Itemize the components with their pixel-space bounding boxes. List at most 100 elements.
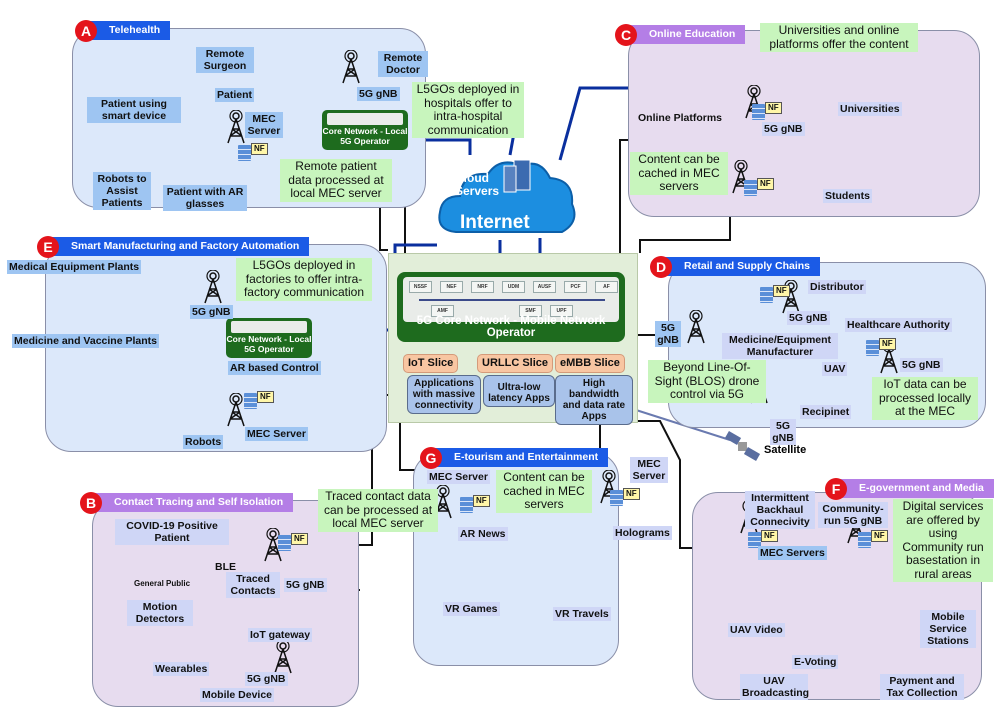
- label-b-3: BLE: [215, 561, 236, 573]
- label-g-5: VR Games: [443, 602, 500, 616]
- cell-tower-icon: [225, 392, 247, 427]
- label-f-4: UAV Video: [728, 623, 785, 637]
- server-icon: [244, 393, 257, 409]
- label-b-4: Traced Contacts: [226, 572, 280, 598]
- nf-badge: NF: [871, 530, 888, 542]
- cell-tower-icon: [685, 309, 707, 344]
- local-core-hospital: Core Network - Local 5G Operator: [322, 110, 408, 150]
- nf-badge: NF: [291, 533, 308, 545]
- network-function-pcf: PCF: [564, 281, 587, 293]
- cell-tower-icon: [202, 269, 224, 304]
- label-d-8: IoT data can be processed locally at the…: [872, 377, 978, 420]
- servers-text: Servers: [455, 184, 500, 198]
- label-e-4: AR based Control: [228, 361, 321, 375]
- label-d-2: Healthcare Authority: [845, 318, 952, 332]
- label-b-0: Traced contact data can be processed at …: [318, 489, 438, 532]
- connection-line: [393, 243, 437, 253]
- label-g-3: AR News: [458, 527, 508, 541]
- label-a-1: Patient: [215, 88, 255, 102]
- section-badge-g: G: [420, 447, 442, 469]
- label-f-3: MEC Servers: [758, 546, 827, 560]
- local-core-label: Core Network - Local 5G Operator: [226, 334, 312, 354]
- iot-slice: IoT Slice: [403, 354, 459, 373]
- embb-slice-desc: High bandwidth and data rate Apps: [555, 375, 633, 425]
- cloud-label: Cloud Servers: [455, 172, 499, 198]
- label-d-10: 5G gNB: [770, 419, 796, 445]
- label-d-3: 5G gNB: [655, 321, 681, 347]
- network-function-upf: UPF: [550, 305, 573, 317]
- label-e-2: 5G gNB: [190, 305, 233, 319]
- label-a-0: Remote Surgeon: [196, 47, 254, 73]
- label-g-0: MEC Server: [427, 470, 490, 484]
- section-badge-f: F: [825, 478, 847, 500]
- nf-badge: NF: [879, 338, 896, 350]
- server-icon: [460, 497, 473, 513]
- urllc-slice: URLLC Slice: [477, 354, 554, 373]
- label-a-4: Patient using smart device: [87, 97, 181, 123]
- network-function-nef: NEF: [440, 281, 463, 293]
- label-g-6: VR Travels: [553, 607, 611, 621]
- label-c-3: Universities: [838, 102, 902, 116]
- label-f-0: Intermittent Backhaul Connecivity: [745, 491, 815, 529]
- server-icon: [866, 340, 879, 356]
- embb-slice: eMBB Slice: [555, 354, 625, 373]
- label-a-7: Patient with AR glasses: [163, 185, 247, 211]
- server-icon: [760, 287, 773, 303]
- label-b-6: Motion Detectors: [127, 600, 193, 626]
- label-b-7: IoT gateway: [248, 628, 313, 642]
- label-a-9: Remote patient data processed at local M…: [280, 159, 392, 202]
- nf-badge: NF: [251, 143, 268, 155]
- nf-badge: NF: [473, 495, 490, 507]
- core-bus: [419, 299, 605, 301]
- label-g-2: Content can be cached in MEC servers: [496, 470, 592, 513]
- network-function-udm: UDM: [502, 281, 525, 293]
- section-badge-d: D: [650, 256, 672, 278]
- nf-badge: NF: [257, 391, 274, 403]
- iot-slice-desc: Applications with massive connectivity: [407, 375, 481, 414]
- label-d-9: Recipinet: [800, 405, 852, 419]
- label-c-0: Universities and online platforms offer …: [760, 23, 918, 52]
- satellite-icon: [724, 431, 761, 461]
- section-badge-a: A: [75, 20, 97, 42]
- label-b-5: 5G gNB: [284, 578, 327, 592]
- label-g-1: MEC Server: [630, 457, 668, 483]
- label-b-2: General Public: [134, 579, 191, 588]
- cell-tower-icon: [262, 527, 284, 562]
- network-function-ausf: AUSF: [533, 281, 556, 293]
- local-core-factory: Core Network - Local 5G Operator: [226, 318, 312, 358]
- label-e-0: Medical Equipment Plants: [7, 260, 142, 274]
- label-c-1: Online Platforms: [638, 112, 723, 124]
- server-icon: [610, 490, 623, 506]
- server-icon: [278, 535, 291, 551]
- nf-badge: NF: [623, 488, 640, 500]
- cell-tower-icon: [225, 109, 247, 144]
- server-icon: [238, 145, 251, 161]
- label-e-6: MEC Server: [245, 427, 308, 441]
- label-c-4: Content can be cached in MEC servers: [630, 152, 728, 195]
- section-badge-b: B: [80, 492, 102, 514]
- server-icon: [744, 180, 757, 196]
- section-title-d: Retail and Supply Chains: [660, 257, 821, 276]
- local-core-label: Core Network - Local 5G Operator: [322, 126, 408, 146]
- label-b-1: COVID-19 Positive Patient: [115, 519, 229, 545]
- label-d-7: Beyond Line-Of-Sight (BLOS) drone contro…: [648, 360, 766, 403]
- cloud-text: Cloud: [455, 171, 489, 185]
- label-a-5: MEC Server: [245, 112, 283, 138]
- server-icon: [748, 532, 761, 548]
- cell-tower-icon: [272, 639, 294, 674]
- cloud-internet-icon: [438, 159, 576, 233]
- label-d-6: 5G gNB: [900, 358, 943, 372]
- section-title-b: Contact Tracing and Self Isolation: [90, 493, 294, 512]
- cell-tower-icon: [730, 159, 752, 194]
- server-icon: [858, 532, 871, 548]
- label-a-8: L5GOs deployed in hospitals offer to int…: [412, 82, 524, 138]
- label-c-5: Students: [823, 189, 872, 203]
- connection-line: [408, 138, 472, 155]
- network-function-af: AF: [595, 281, 618, 293]
- server-icon: [752, 104, 765, 120]
- label-f-2: Digital services are offered by using Co…: [893, 499, 993, 582]
- nf-badge: NF: [773, 285, 790, 297]
- label-e-5: Robots: [183, 435, 224, 449]
- nf-badge: NF: [765, 102, 782, 114]
